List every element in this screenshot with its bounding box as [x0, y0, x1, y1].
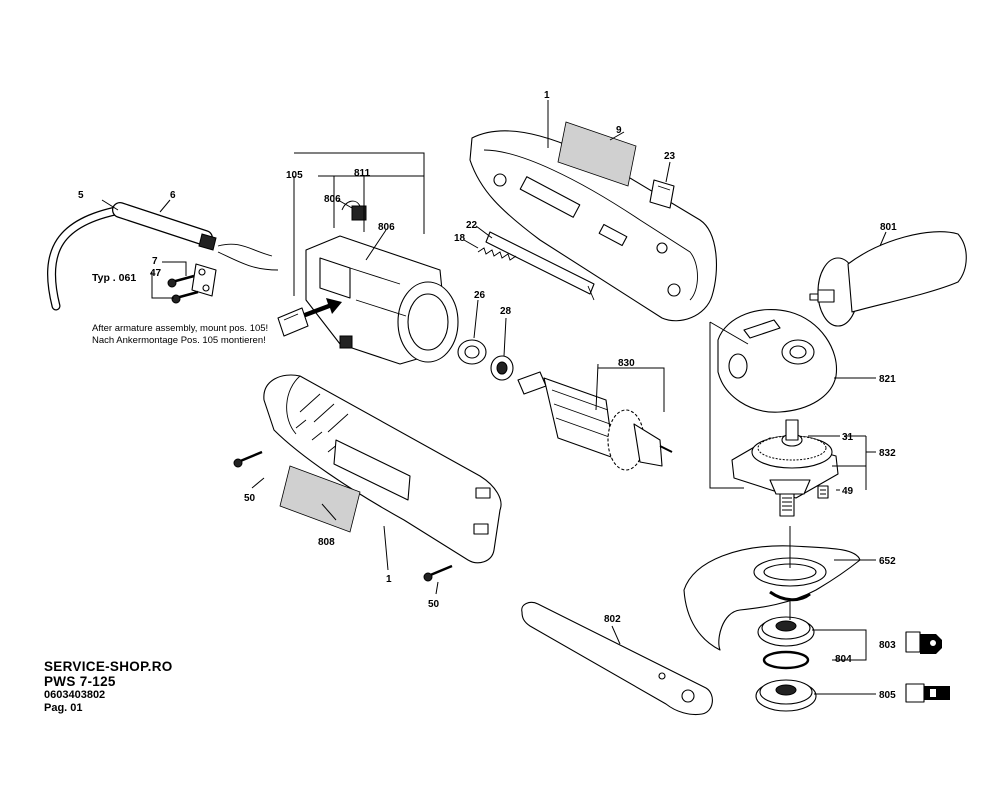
flange-symbol-803 — [905, 631, 942, 654]
assembly-note-english: After armature assembly, mount pos. 105! — [92, 323, 268, 334]
type-label: Typ . 061 — [92, 272, 136, 284]
part-label-805: 805 — [879, 690, 896, 701]
carbon-brush-lower — [339, 335, 353, 349]
housing-screw-lower — [423, 564, 453, 582]
part-label-821: 821 — [879, 374, 896, 385]
model-name: PWS 7-125 — [44, 674, 116, 689]
part-label-811: 811 — [354, 168, 371, 179]
insertion-arrow — [296, 298, 342, 320]
armature — [517, 371, 673, 471]
part-label-1-bottom: 1 — [386, 574, 392, 585]
clamp-screw-upper — [167, 274, 195, 288]
part-label-652: 652 — [879, 556, 896, 567]
part-label-26: 26 — [474, 290, 486, 301]
spanner-wrench — [521, 601, 713, 716]
leader-lines — [101, 100, 887, 695]
part-label-832: 832 — [879, 448, 896, 459]
brush-holder-105 — [277, 307, 309, 337]
part-label-804: 804 — [835, 654, 852, 665]
part-label-5: 5 — [78, 190, 84, 201]
page-number: Pag. 01 — [44, 702, 83, 714]
assembly-note: After armature assembly, mount pos. 105!… — [92, 323, 268, 346]
part-label-830: 830 — [618, 358, 635, 369]
flange-803 — [757, 616, 815, 647]
part-label-806-lower: 806 — [378, 222, 395, 233]
part-label-105: 105 — [286, 170, 303, 181]
part-label-801: 801 — [880, 222, 897, 233]
part-label-49: 49 — [842, 486, 854, 497]
housing-screw-upper — [233, 450, 263, 468]
switch-button — [649, 179, 675, 209]
spring — [477, 247, 517, 261]
part-number: 0603403802 — [44, 689, 106, 701]
footer-block: SERVICE-SHOP.RO PWS 7-125 0603403802 Pag… — [44, 659, 173, 715]
auxiliary-handle — [809, 231, 967, 327]
shop-name: SERVICE-SHOP.RO — [44, 659, 173, 674]
switch-slider — [485, 231, 595, 301]
clamp-screw-lower — [171, 290, 199, 304]
power-cable — [47, 202, 279, 311]
part-label-23: 23 — [664, 151, 676, 162]
part-label-18: 18 — [454, 233, 466, 244]
ball-bearing-28 — [490, 355, 514, 381]
part-label-50-upper: 50 — [244, 493, 256, 504]
part-label-7: 7 — [152, 256, 158, 267]
cable-clamp — [191, 263, 217, 297]
part-label-31: 31 — [842, 432, 854, 443]
part-label-808: 808 — [318, 537, 335, 548]
bearing-cup-26 — [457, 339, 487, 365]
part-labels: 1 9 23 811 105 806 806 5 6 7 47 Typ . 06… — [78, 90, 897, 701]
assembly-note-german: Nach Ankermontage Pos. 105 montieren! — [92, 335, 266, 346]
carbon-brush-upper — [341, 200, 367, 221]
nut-symbol-805 — [905, 683, 950, 703]
part-label-28: 28 — [500, 306, 512, 317]
part-label-22: 22 — [466, 220, 478, 231]
clamp-nut-805 — [755, 679, 817, 712]
o-ring-804 — [762, 650, 810, 670]
part-label-802: 802 — [604, 614, 621, 625]
part-label-6: 6 — [170, 190, 176, 201]
spindle-gear-assembly — [731, 419, 839, 517]
part-label-50-lower: 50 — [428, 599, 440, 610]
gear-housing — [717, 308, 838, 413]
gear-screw-49 — [817, 485, 829, 499]
field-stator — [305, 235, 459, 365]
part-label-9: 9 — [616, 125, 622, 136]
part-label-803: 803 — [879, 640, 896, 651]
housing-half-lower — [263, 374, 502, 564]
housing-half-upper — [469, 130, 717, 322]
part-label-47: 47 — [150, 268, 162, 279]
part-label-806-upper: 806 — [324, 194, 341, 205]
wheel-guard — [683, 545, 861, 651]
nameplate-lower — [279, 465, 361, 533]
part-label-1-top: 1 — [544, 90, 550, 101]
